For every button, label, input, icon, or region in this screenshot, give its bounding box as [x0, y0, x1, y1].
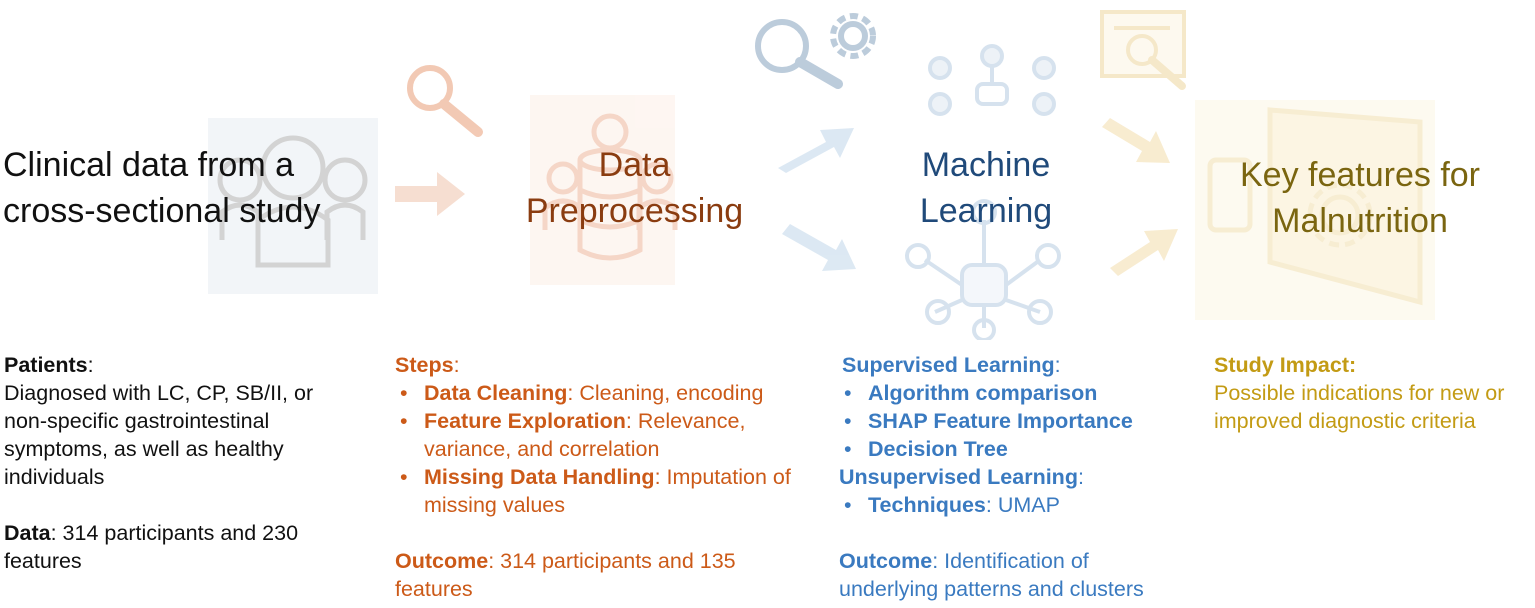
arrow-right-icon	[1102, 118, 1178, 276]
stage-title-line: Data	[598, 146, 671, 184]
supervised-list: Algorithm comparison SHAP Feature Import…	[839, 379, 1184, 463]
stage-title-machine-learning: Machine Learning	[900, 142, 1072, 234]
stage-title-line: Learning	[919, 192, 1053, 230]
list-item: Techniques: UMAP	[839, 491, 1184, 519]
list-item: Feature Exploration: Relevance, variance…	[395, 407, 805, 463]
stage-title-line: cross-sectional study	[3, 192, 321, 230]
impact-heading: Study Impact:	[1214, 353, 1357, 377]
impact-description: Possible indications for new or improved…	[1214, 381, 1505, 433]
report-magnifier-icon	[1100, 10, 1186, 90]
network-icon	[905, 44, 1061, 340]
list-item: SHAP Feature Importance	[839, 407, 1184, 435]
illustrations-layer	[208, 10, 1435, 340]
supervised-heading: Supervised Learning:	[842, 353, 1061, 377]
column-clinical-data: Patients: Diagnosed with LC, CP, SB/II, …	[4, 351, 359, 575]
stage-title-line: Malnutrition	[1272, 202, 1448, 240]
column-key-features: Study Impact: Possible indications for n…	[1214, 351, 1532, 435]
people-group-icon	[208, 118, 378, 294]
outcome-summary: Outcome: 314 participants and 135 featur…	[395, 549, 736, 601]
list-item: Missing Data Handling: Imputation of mis…	[395, 463, 805, 519]
monitor-gear-icon	[1195, 100, 1435, 320]
stage-title-line: Clinical data from a	[3, 146, 295, 184]
database-people-icon	[530, 95, 678, 285]
list-item: Algorithm comparison	[839, 379, 1184, 407]
data-summary: Data: 314 participants and 230 features	[4, 521, 299, 573]
unsupervised-list: Techniques: UMAP	[839, 491, 1184, 519]
stage-title-line: Machine	[921, 146, 1051, 184]
patients-description: Diagnosed with LC, CP, SB/II, or non-spe…	[4, 381, 314, 489]
stage-title-data-preprocessing: Data Preprocessing	[512, 142, 757, 234]
stage-title-key-features: Key features for Malnutrition	[1215, 152, 1505, 244]
list-item: Decision Tree	[839, 435, 1184, 463]
stage-title-line: Key features for	[1239, 156, 1480, 194]
outcome-summary: Outcome: Identification of underlying pa…	[839, 549, 1144, 601]
unsupervised-heading: Unsupervised Learning:	[839, 465, 1084, 489]
column-machine-learning: Supervised Learning: Algorithm compariso…	[839, 351, 1184, 603]
column-data-preprocessing: Steps: Data Cleaning: Cleaning, encoding…	[395, 351, 805, 603]
magnifier-icon	[407, 65, 483, 137]
list-item: Data Cleaning: Cleaning, encoding	[395, 379, 805, 407]
steps-heading: Steps:	[395, 353, 460, 377]
stage-title-clinical-data: Clinical data from a cross-sectional stu…	[3, 142, 320, 234]
arrow-right-icon	[778, 128, 856, 271]
steps-list: Data Cleaning: Cleaning, encoding Featur…	[395, 379, 805, 519]
arrow-right-icon	[395, 172, 465, 216]
stage-title-line: Preprocessing	[525, 192, 744, 230]
magnifier-gear-icon	[755, 13, 876, 89]
patients-heading: Patients:	[4, 353, 94, 377]
